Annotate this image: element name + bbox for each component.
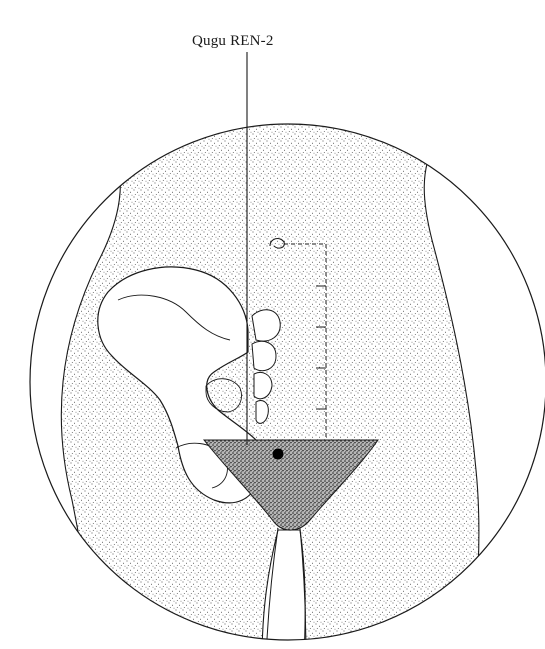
acupoint-dot xyxy=(273,449,284,460)
